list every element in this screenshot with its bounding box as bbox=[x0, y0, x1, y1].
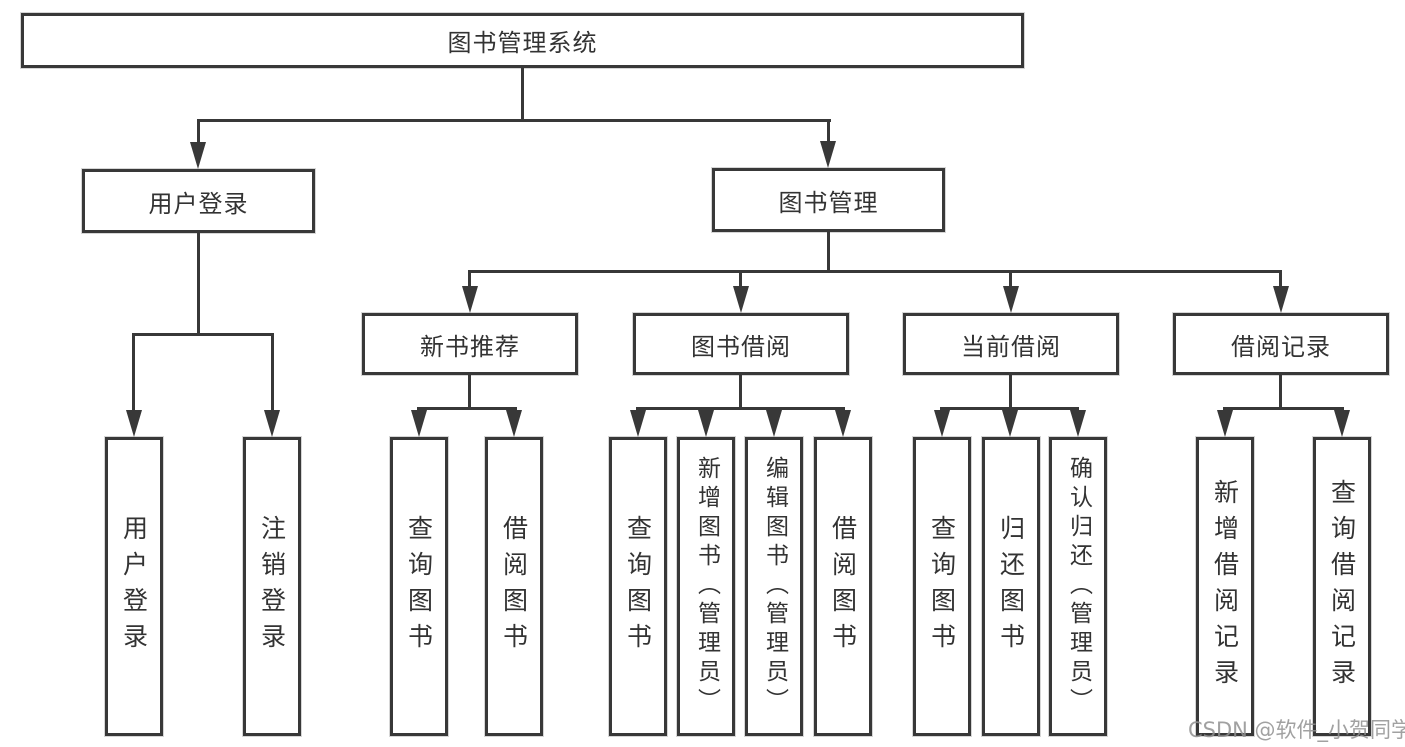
connector-line bbox=[132, 333, 135, 412]
arrow-down-icon bbox=[1217, 410, 1233, 437]
leaf-borrowing-borrow: 借阅图书 bbox=[814, 437, 872, 736]
csdn-watermark: CSDN @软件_小贺同学 bbox=[1188, 718, 1405, 742]
node-book-management: 图书管理 bbox=[712, 168, 945, 232]
connector-line bbox=[468, 270, 471, 289]
arrow-down-icon bbox=[630, 410, 646, 437]
leaf-label: 查询图书 bbox=[623, 514, 653, 659]
connector-line bbox=[827, 119, 830, 146]
connector-line bbox=[417, 407, 517, 410]
node-label: 用户登录 bbox=[148, 189, 249, 218]
connector-line bbox=[1223, 407, 1344, 410]
leaf-newbooks-query: 查询图书 bbox=[390, 437, 448, 736]
connector-line bbox=[197, 233, 200, 336]
node-label: 图书管理系统 bbox=[447, 29, 598, 57]
connector-line bbox=[197, 119, 831, 122]
leaf-label: 编辑图书（管理员） bbox=[761, 456, 788, 717]
node-label: 图书借阅 bbox=[691, 332, 791, 361]
node-library-system: 图书管理系统 bbox=[21, 13, 1024, 68]
node-label: 当前借阅 bbox=[961, 332, 1061, 361]
leaf-label: 新增图书（管理员） bbox=[693, 456, 720, 717]
connector-line bbox=[468, 270, 1282, 273]
connector-line bbox=[827, 232, 830, 273]
node-current-borrowing: 当前借阅 bbox=[903, 313, 1119, 375]
arrow-down-icon bbox=[1002, 410, 1018, 437]
connector-line bbox=[271, 333, 274, 412]
arrow-down-icon bbox=[766, 410, 782, 437]
arrow-down-icon bbox=[190, 142, 206, 169]
leaf-user-login: 用户登录 bbox=[105, 437, 163, 736]
leaf-label: 查询图书 bbox=[404, 514, 434, 659]
leaf-label: 确认归还（管理员） bbox=[1065, 456, 1092, 717]
arrow-down-icon bbox=[462, 286, 478, 313]
arrow-down-icon bbox=[934, 410, 950, 437]
node-label: 新书推荐 bbox=[420, 332, 520, 361]
connector-line bbox=[636, 407, 845, 410]
leaf-label: 归还图书 bbox=[996, 514, 1026, 659]
arrow-down-icon bbox=[1334, 410, 1350, 437]
leaf-logout: 注销登录 bbox=[243, 437, 301, 736]
arrow-down-icon bbox=[733, 286, 749, 313]
connector-line bbox=[739, 270, 742, 289]
arrow-down-icon bbox=[698, 410, 714, 437]
connector-line bbox=[940, 407, 1079, 410]
arrow-down-icon bbox=[1003, 286, 1019, 313]
connector-line bbox=[468, 375, 471, 409]
arrow-down-icon bbox=[1273, 286, 1289, 313]
arrow-down-icon bbox=[264, 410, 280, 437]
leaf-current-confirm-admin: 确认归还（管理员） bbox=[1049, 437, 1107, 736]
node-label: 图书管理 bbox=[778, 188, 879, 217]
leaf-label: 查询图书 bbox=[927, 514, 957, 659]
leaf-label: 用户登录 bbox=[119, 514, 149, 659]
node-new-book-recommend: 新书推荐 bbox=[362, 313, 578, 375]
leaf-label: 借阅图书 bbox=[499, 514, 529, 659]
arrow-down-icon bbox=[126, 410, 142, 437]
leaf-label: 借阅图书 bbox=[828, 514, 858, 659]
leaf-current-query: 查询图书 bbox=[913, 437, 971, 736]
connector-line bbox=[1279, 270, 1282, 289]
arrow-down-icon bbox=[835, 410, 851, 437]
node-borrowing-records: 借阅记录 bbox=[1173, 313, 1389, 375]
leaf-borrowing-edit-admin: 编辑图书（管理员） bbox=[745, 437, 803, 736]
leaf-current-return: 归还图书 bbox=[982, 437, 1040, 736]
leaf-label: 注销登录 bbox=[257, 514, 287, 659]
connector-line bbox=[739, 375, 742, 409]
leaf-records-add: 新增借阅记录 bbox=[1196, 437, 1254, 736]
leaf-borrowing-query: 查询图书 bbox=[609, 437, 667, 736]
connector-line bbox=[1279, 375, 1282, 409]
leaf-label: 新增借阅记录 bbox=[1210, 478, 1240, 695]
arrow-down-icon bbox=[820, 141, 836, 168]
connector-line bbox=[132, 333, 274, 336]
arrow-down-icon bbox=[506, 410, 522, 437]
arrow-down-icon bbox=[411, 410, 427, 437]
arrow-down-icon bbox=[1070, 410, 1086, 437]
node-user-login: 用户登录 bbox=[82, 169, 315, 233]
leaf-borrowing-add-admin: 新增图书（管理员） bbox=[677, 437, 735, 736]
node-label: 借阅记录 bbox=[1231, 332, 1331, 361]
connector-line bbox=[521, 68, 524, 122]
connector-line bbox=[1009, 270, 1012, 289]
connector-line bbox=[1009, 375, 1012, 409]
connector-line bbox=[197, 119, 200, 146]
leaf-label: 查询借阅记录 bbox=[1327, 478, 1357, 695]
leaf-records-query: 查询借阅记录 bbox=[1313, 437, 1371, 736]
node-book-borrowing: 图书借阅 bbox=[633, 313, 849, 375]
leaf-newbooks-borrow: 借阅图书 bbox=[485, 437, 543, 736]
